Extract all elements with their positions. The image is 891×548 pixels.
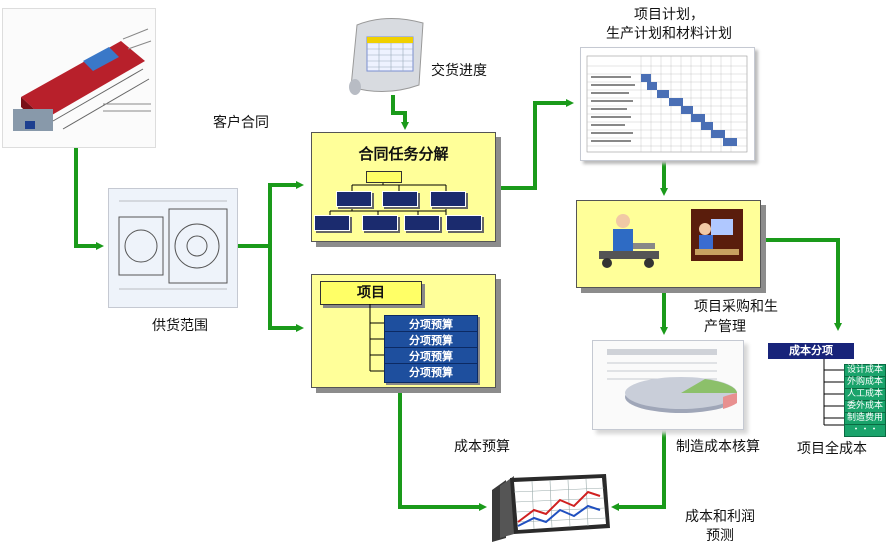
sub-budget-2: 分项预算 bbox=[384, 331, 478, 351]
label-delivery-progress: 交货进度 bbox=[431, 63, 487, 79]
arrow-procurement-to-cost-breakdown bbox=[763, 238, 842, 331]
label-project-plan-2: 生产计划和材料计划 bbox=[606, 26, 732, 42]
project-tree-lines bbox=[369, 304, 384, 372]
label-customer-contract: 客户合同 bbox=[213, 115, 269, 131]
arrow-mfg-to-chart bbox=[611, 430, 666, 511]
org-node-l1-b bbox=[382, 191, 418, 207]
label-forecast-1: 成本和利润 bbox=[685, 509, 755, 525]
project-budget-box: 项目 分项预算 分项预算 分项预算 分项预算 bbox=[311, 274, 496, 388]
cost-breakdown-title: 成本分项 bbox=[768, 343, 854, 359]
sub-budget-4: 分项预算 bbox=[384, 363, 478, 383]
label-forecast-2: 预测 bbox=[706, 528, 734, 544]
machine-illustration bbox=[3, 9, 155, 147]
delivery-schedule-icon bbox=[345, 15, 430, 97]
forecast-chart-icon bbox=[488, 472, 614, 544]
contract-breakdown-title: 合同任务分解 bbox=[358, 145, 449, 163]
machine-image bbox=[2, 8, 156, 148]
org-node-l2-c bbox=[404, 215, 440, 231]
label-project-full-cost: 项目全成本 bbox=[797, 441, 867, 457]
label-procurement-2: 产管理 bbox=[704, 319, 746, 335]
label-procurement-1: 项目采购和生 bbox=[694, 299, 778, 315]
office-worker-icon bbox=[691, 209, 743, 261]
arrow-scope-to-contract bbox=[238, 181, 304, 248]
cost-breakdown-lines bbox=[823, 359, 844, 426]
contract-breakdown-box: 合同任务分解 bbox=[311, 132, 496, 242]
org-node-l2-b bbox=[362, 215, 398, 231]
supply-scope-image bbox=[108, 188, 238, 308]
worker-icon bbox=[599, 214, 659, 268]
org-node-root bbox=[366, 171, 402, 183]
arrow-project-to-chart bbox=[398, 388, 487, 511]
procurement-box bbox=[576, 200, 761, 288]
project-title: 项目 bbox=[320, 281, 422, 305]
arrow-machine-to-scope bbox=[74, 146, 104, 250]
org-node-l1-a bbox=[336, 191, 372, 207]
org-chart-lines bbox=[329, 181, 447, 215]
org-node-l1-c bbox=[430, 191, 466, 207]
gantt-chart-image bbox=[580, 47, 755, 161]
arrow-contract-to-plan bbox=[497, 99, 574, 190]
label-supply-scope: 供货范围 bbox=[152, 318, 208, 334]
mfg-cost-report-image bbox=[592, 340, 744, 430]
cost-item-more: ・・・ bbox=[844, 424, 886, 437]
sub-budget-1: 分项预算 bbox=[384, 315, 478, 335]
arrow-delivery-to-contract bbox=[391, 95, 409, 130]
label-manufacturing-cost: 制造成本核算 bbox=[676, 439, 760, 455]
org-node-l2-d bbox=[446, 215, 482, 231]
label-project-plan-1: 项目计划， bbox=[634, 7, 704, 23]
arrow-scope-to-project bbox=[268, 246, 304, 332]
label-cost-budget: 成本预算 bbox=[454, 439, 510, 455]
org-node-l2-a bbox=[314, 215, 350, 231]
